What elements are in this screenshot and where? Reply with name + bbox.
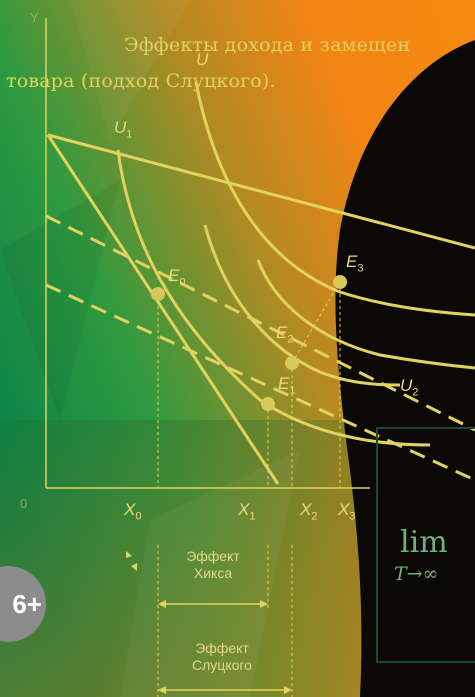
arrow-heads: [126, 551, 292, 694]
title-line-1: Эффекты дохода и замещен: [124, 34, 411, 56]
slutsky-effect-label: Эффект Слуцкого: [172, 640, 272, 674]
formula-subscript: T→∞: [394, 563, 439, 585]
point-e3-label: E3: [346, 252, 364, 275]
curve-u1-label: U1: [114, 118, 133, 141]
curve-u2: [203, 224, 401, 387]
formula-box: lim T→∞: [376, 427, 475, 663]
x-tick-x0: X0: [124, 500, 142, 523]
point-e3: [333, 275, 347, 289]
formula-lim: lim: [400, 525, 448, 560]
hicks-effect-name: Хикса: [193, 565, 233, 581]
hicks-effect-label: Эффект Хикса: [168, 548, 258, 582]
equilibrium-points: [151, 275, 347, 411]
facet-shape: [120, 450, 300, 697]
x-tick-x2: X2: [300, 500, 318, 523]
slutsky-effect-name: Слуцкого: [192, 657, 252, 673]
hicks-arrow-right: [260, 600, 268, 608]
budget-line-hicks: [45, 283, 475, 482]
budget-line-slutsky: [45, 214, 475, 432]
slutsky-arrow-right: [284, 686, 292, 694]
point-e0: [151, 287, 165, 301]
pointer-mark: [126, 551, 132, 558]
curve-u4: [256, 259, 475, 370]
title-line-2: товара (подход Слуцкого).: [6, 70, 276, 92]
point-e0-label: E0: [168, 266, 186, 289]
origin-label: 0: [20, 496, 28, 511]
hicks-arrow-left: [158, 600, 166, 608]
curve-u2-label: U2: [400, 376, 419, 399]
slutsky-arrow-left: [158, 686, 166, 694]
pointer-mark: [131, 563, 137, 571]
point-e1: [261, 397, 275, 411]
hicks-effect-word: Эффект: [186, 548, 240, 564]
x-tick-x1: X1: [238, 500, 256, 523]
facet-shape: [70, 0, 190, 140]
y-axis-label: Y: [30, 10, 39, 25]
guide-e2-e3: [291, 281, 341, 364]
point-e1-label: E1: [278, 374, 296, 397]
point-e2-label: E2: [276, 323, 294, 346]
budget-line-initial: [46, 134, 280, 485]
curve-u3: [194, 81, 475, 317]
slutsky-effect-word: Эффект: [195, 640, 249, 656]
curve-u-top-label: U: [196, 50, 209, 69]
facet-shape: [0, 180, 120, 420]
point-e2: [285, 356, 299, 370]
silhouette-shape: [335, 40, 475, 697]
x-tick-x3: X3: [338, 500, 356, 523]
